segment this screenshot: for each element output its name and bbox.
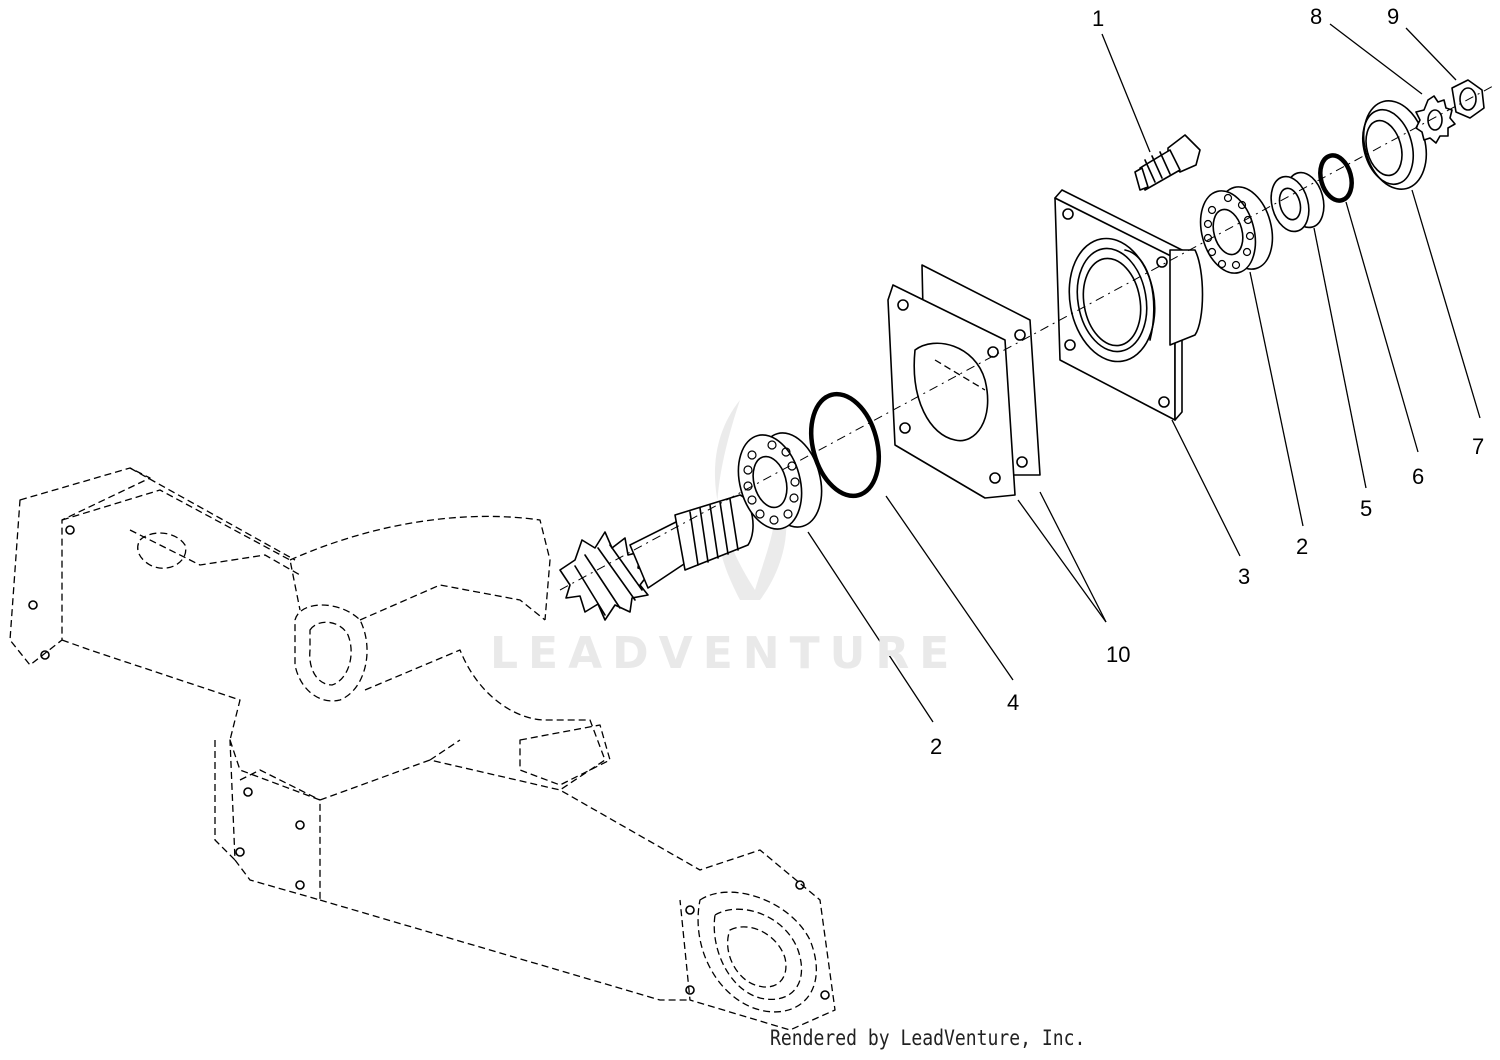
- callout-10: 10: [1106, 642, 1131, 667]
- bearing-part-2-lower: [737, 432, 823, 530]
- callout-2-lower: 2: [930, 734, 943, 759]
- footer-credit: Rendered by LeadVenture, Inc.: [770, 1026, 1086, 1050]
- callout-4: 4: [1007, 690, 1020, 715]
- nut-part-9: [1451, 79, 1485, 119]
- pinion-gear-shaft: [559, 494, 754, 621]
- axle-housing: [9, 467, 836, 1031]
- flange-housing-part-3: [1054, 189, 1204, 421]
- callout-3: 3: [1238, 564, 1251, 589]
- o-ring-part-6: [1318, 153, 1354, 203]
- callout-2-upper: 2: [1296, 534, 1309, 559]
- callout-1: 1: [1092, 6, 1105, 31]
- callout-6: 6: [1412, 464, 1425, 489]
- bearing-part-2-upper: [1199, 186, 1274, 274]
- watermark-text: LEADVENTURE: [490, 628, 960, 679]
- bolt-part-1: [1134, 134, 1201, 191]
- leader-lines: [807, 23, 1481, 723]
- callout-7: 7: [1472, 434, 1485, 459]
- callout-8: 8: [1310, 4, 1323, 29]
- seal-part-7: [1362, 100, 1428, 190]
- callout-9: 9: [1387, 4, 1400, 29]
- callout-5: 5: [1360, 496, 1373, 521]
- gasket-part-10: [887, 264, 1041, 499]
- lock-washer-part-8: [1415, 95, 1456, 144]
- assembly-axis-line: [559, 84, 1496, 591]
